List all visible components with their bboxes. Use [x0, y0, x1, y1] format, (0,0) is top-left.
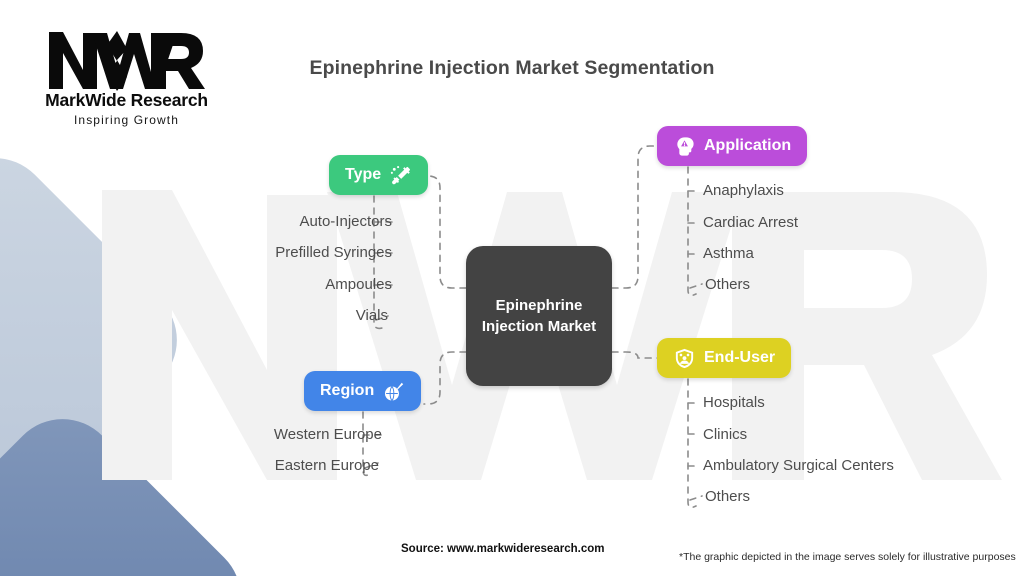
branch-pill-end-user-label: End-User — [704, 349, 776, 366]
brand-tagline: Inspiring Growth — [74, 113, 179, 127]
leaf-end-user-2: Ambulatory Surgical Centers — [703, 457, 894, 474]
spine-enduser — [687, 378, 697, 509]
leaf-end-user-0: Hospitals — [703, 394, 765, 411]
leaf-type-3: Vials — [355, 307, 388, 324]
mwr-monogram-icon — [48, 31, 205, 91]
spine-application — [687, 166, 697, 297]
brand-name: MarkWide Research — [45, 90, 208, 110]
leaf-type-0: Auto-Injectors — [299, 213, 392, 230]
branch-pill-end-user[interactable]: End-User — [657, 338, 792, 378]
leaf-line-eu-3 — [689, 495, 703, 501]
spine-region — [362, 411, 371, 477]
source-note: Source: www.markwideresearch.com — [401, 543, 605, 555]
brand-logo: MarkWide Research Inspiring Growth — [24, 30, 229, 127]
core-node[interactable]: Epinephrine Injection Market — [466, 246, 612, 386]
leaf-application-3: Others — [705, 276, 751, 293]
branch-pill-application[interactable]: Application — [657, 126, 808, 166]
leaf-type-1: Prefilled Syringes — [275, 244, 392, 261]
head-alert-icon — [673, 135, 696, 158]
spine-type — [373, 195, 383, 330]
leaf-line-type-3 — [375, 315, 389, 321]
leaf-application-2: Asthma — [703, 245, 754, 262]
leaf-application-0: Anaphylaxis — [703, 182, 784, 199]
globe-pin-icon — [382, 380, 405, 403]
connector-core-region — [423, 351, 467, 405]
leaf-region-1: Eastern Europe — [274, 457, 379, 474]
leaf-line-app-3 — [689, 283, 703, 289]
branch-pill-region-label: Region — [320, 382, 375, 399]
connector-core-application — [611, 145, 659, 289]
branch-pill-type[interactable]: Type — [329, 155, 429, 195]
branch-pill-type-label: Type — [345, 166, 382, 183]
shield-person-icon — [673, 347, 696, 370]
leaf-end-user-1: Clinics — [703, 426, 748, 443]
leaf-end-user-3: Others — [705, 488, 751, 505]
leaf-region-0: Western Europe — [273, 426, 382, 443]
connector-core-enduser — [611, 351, 659, 359]
core-node-label: Epinephrine Injection Market — [481, 296, 597, 335]
connector-core-type — [419, 175, 467, 289]
leaf-application-1: Cardiac Arrest — [703, 214, 799, 231]
leaf-line-region-1 — [364, 462, 379, 469]
disclaimer-note: *The graphic depicted in the image serve… — [679, 551, 1016, 563]
page-title: Epinephrine Injection Market Segmentatio… — [309, 57, 715, 79]
leaf-type-2: Ampoules — [325, 276, 392, 293]
syringe-icon — [389, 164, 412, 187]
branch-pill-region[interactable]: Region — [304, 371, 422, 411]
branch-pill-application-label: Application — [704, 137, 792, 154]
